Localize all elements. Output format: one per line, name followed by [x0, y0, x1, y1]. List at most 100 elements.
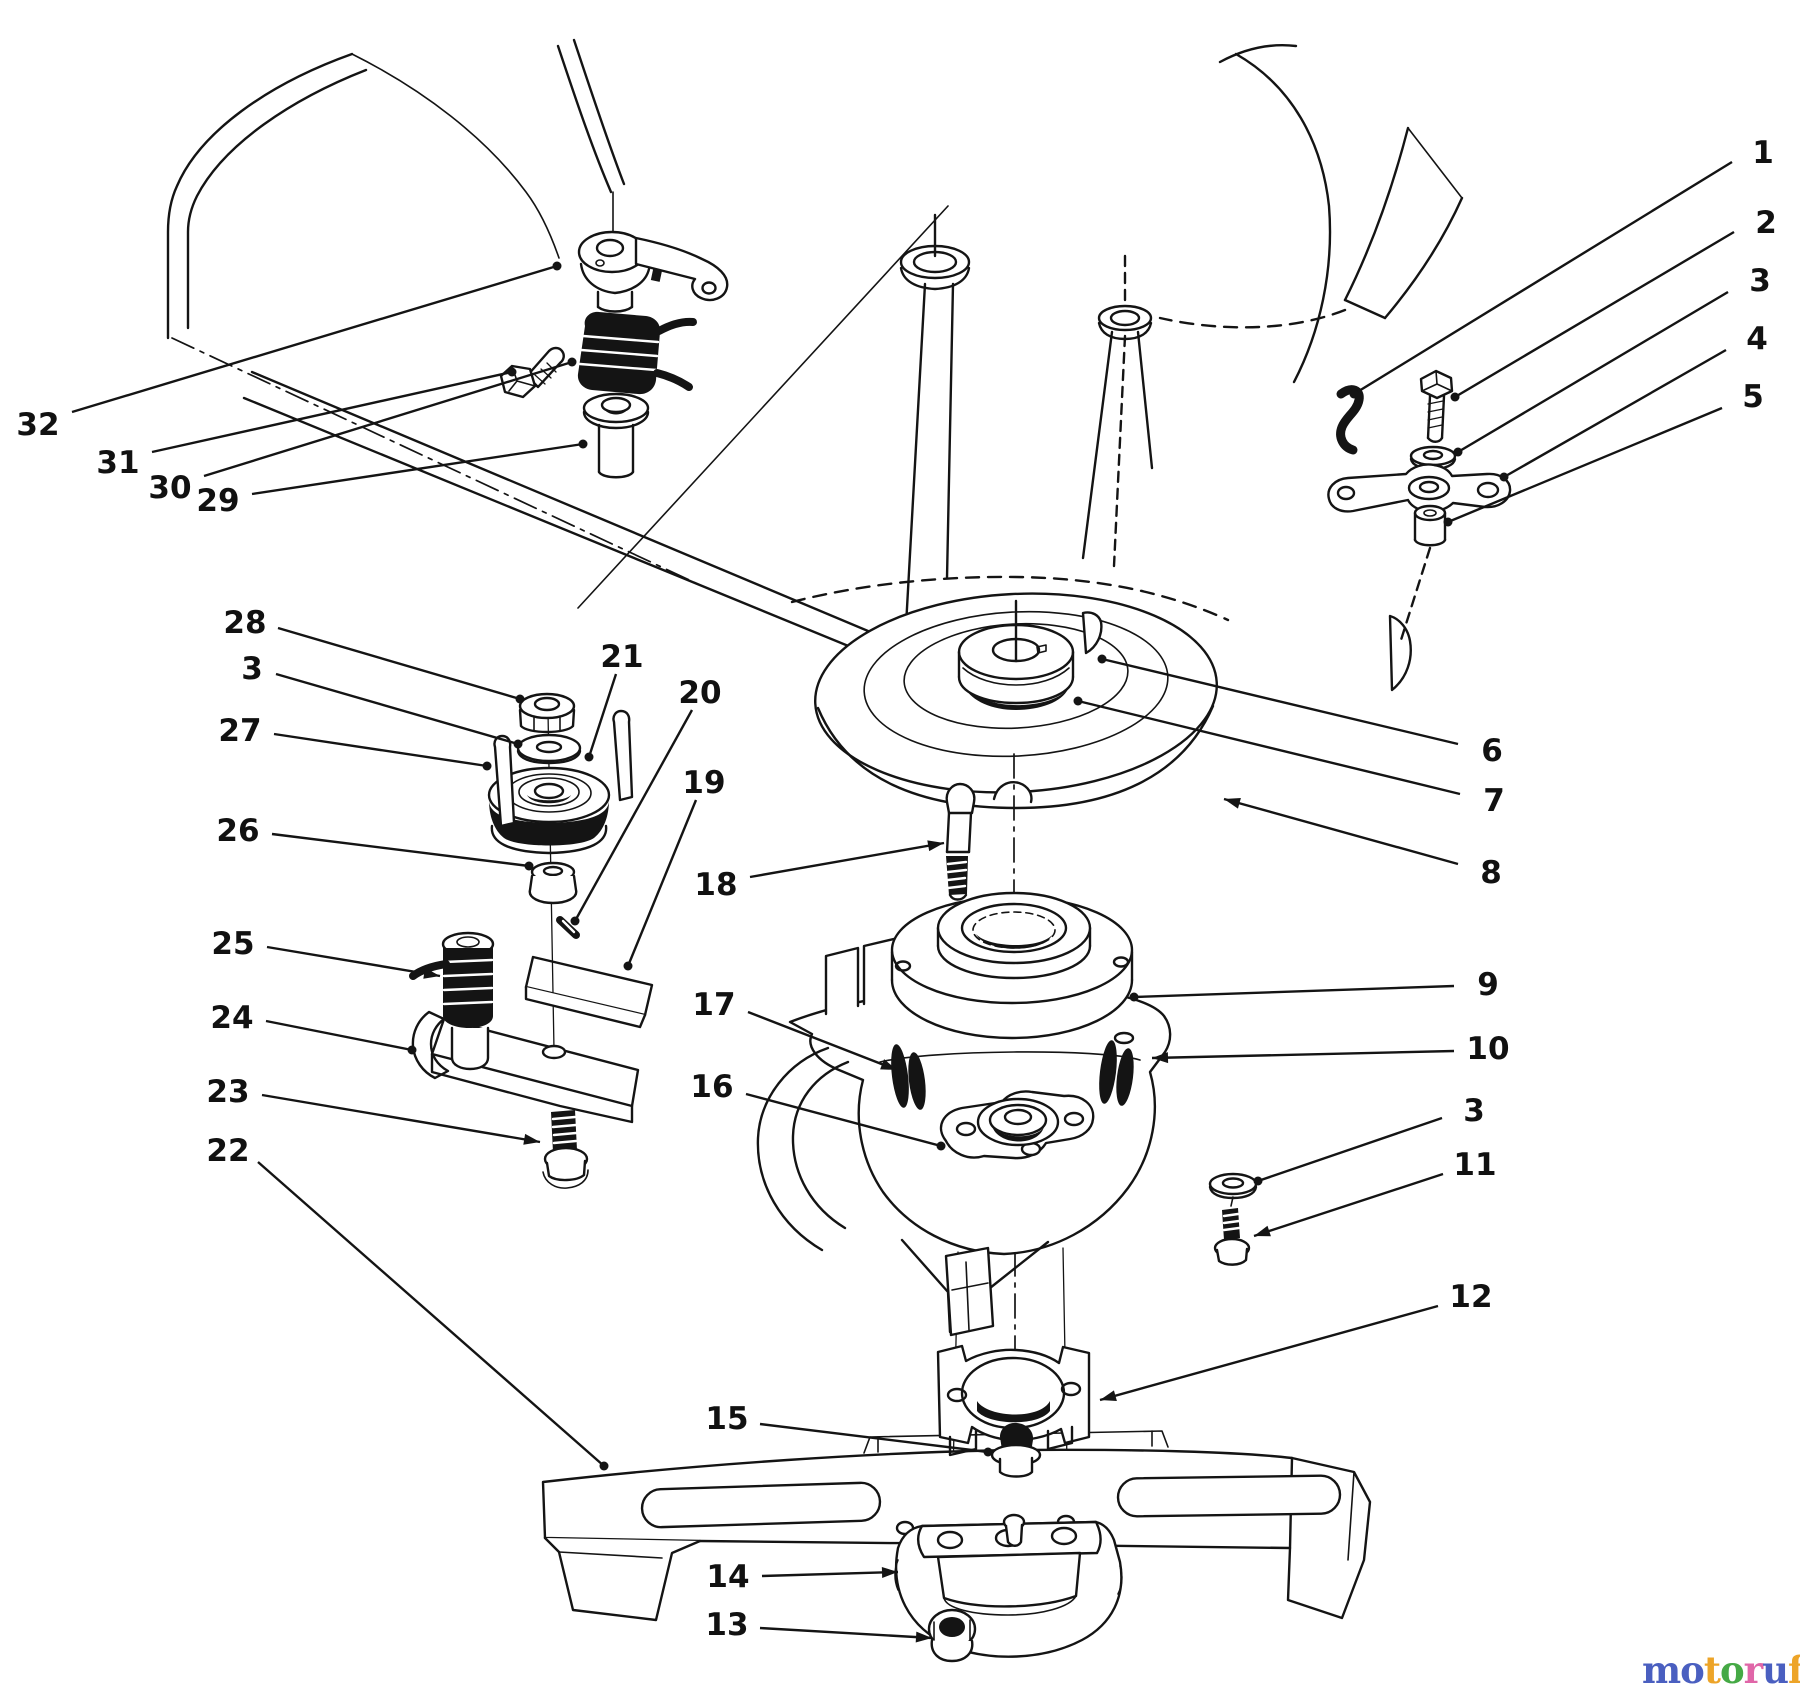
svg-text:26: 26 [216, 813, 259, 849]
deck-grommet-lower [1097, 304, 1153, 341]
svg-text:8: 8 [1480, 855, 1502, 891]
bearing-retainer [939, 1090, 1095, 1160]
svg-text:2: 2 [1755, 205, 1777, 241]
callout-27: 27 [218, 713, 492, 771]
drive-disc-assembly [814, 592, 1218, 810]
callout-32: 32 [16, 261, 562, 443]
svg-text:16: 16 [690, 1069, 733, 1105]
cable-clip [1336, 385, 1364, 455]
watermark-letter: o [1680, 1648, 1705, 1692]
callout-7: 7 [1073, 696, 1505, 819]
svg-text:13: 13 [705, 1607, 748, 1643]
belt-guard-pins [493, 709, 634, 828]
spacer [1413, 504, 1447, 547]
callout-24: 24 [210, 1000, 417, 1055]
callout-1: 1 [1349, 135, 1774, 399]
watermark-letter: u [1762, 1648, 1789, 1692]
callout-14: 14 [706, 1559, 899, 1595]
svg-text:28: 28 [223, 605, 266, 641]
svg-text:15: 15 [705, 1401, 748, 1437]
washer-bolt-right [1208, 1172, 1258, 1266]
callout-11: 11 [1253, 1147, 1497, 1238]
callout-21: 21 [584, 639, 644, 762]
svg-text:11: 11 [1453, 1147, 1496, 1183]
callout-2: 2 [1450, 205, 1777, 402]
svg-text:27: 27 [218, 713, 261, 749]
svg-text:20: 20 [678, 675, 721, 711]
callout-8: 8 [1223, 797, 1502, 891]
svg-text:3: 3 [1463, 1093, 1485, 1129]
watermark-letter: t [1703, 1648, 1721, 1692]
callout-28: 28 [223, 605, 525, 704]
svg-text:7: 7 [1483, 783, 1505, 819]
callout-20: 20 [570, 675, 722, 926]
blade-driver [936, 1344, 1091, 1457]
stud [945, 782, 976, 901]
callout-16: 16 [690, 1069, 946, 1151]
roll-pin [556, 916, 580, 939]
callout-30: 30 [148, 357, 577, 506]
svg-text:31: 31 [96, 445, 139, 481]
callout-31: 31 [96, 367, 517, 481]
woodruff-key [1081, 611, 1103, 655]
deck-outline [166, 38, 1464, 692]
brake-cam-lever [577, 230, 729, 313]
svg-text:6: 6 [1481, 733, 1503, 769]
brake-bushing [582, 392, 650, 479]
svg-text:14: 14 [706, 1559, 749, 1595]
deck-grommet-upper [899, 213, 971, 291]
bearing-cap [890, 891, 1134, 1040]
callout-25: 25 [211, 926, 441, 979]
svg-text:25: 25 [211, 926, 254, 962]
lever-arm [1327, 463, 1512, 513]
callout-6: 6 [1097, 654, 1503, 769]
callout-3c: 3 [1253, 1093, 1485, 1186]
watermark-letter: o [1719, 1648, 1745, 1692]
disc-hub [957, 599, 1075, 710]
idler-assembly [409, 692, 654, 1189]
svg-text:24: 24 [210, 1000, 253, 1036]
watermark-letter: f [1788, 1648, 1800, 1692]
watermark: motoruf.de [1642, 1648, 1800, 1700]
bracket [411, 1010, 640, 1124]
callout-29: 29 [196, 439, 588, 519]
callout-17: 17 [692, 987, 898, 1072]
svg-text:9: 9 [1477, 967, 1499, 1003]
callout-12: 12 [1099, 1279, 1493, 1402]
svg-text:10: 10 [1466, 1031, 1509, 1067]
spindle-seals [891, 1040, 1134, 1110]
svg-text:3: 3 [241, 651, 263, 687]
svg-text:18: 18 [694, 867, 737, 903]
svg-text:17: 17 [692, 987, 735, 1023]
callout-26: 26 [216, 813, 534, 871]
svg-text:1: 1 [1752, 135, 1774, 171]
spring-post [409, 931, 495, 1071]
brake-lever-assembly [499, 191, 729, 479]
callout-18: 18 [694, 840, 945, 903]
blade-bolt [990, 1422, 1042, 1547]
svg-text:3: 3 [1749, 263, 1771, 299]
svg-text:12: 12 [1449, 1279, 1492, 1315]
lock-nut [927, 1608, 977, 1663]
callout-13: 13 [705, 1607, 933, 1643]
brake-spring [577, 311, 697, 395]
bracket-bolt [542, 1110, 589, 1189]
callout-15: 15 [705, 1401, 993, 1457]
callout-4: 4 [1499, 321, 1768, 482]
callout-22: 22 [206, 1133, 609, 1471]
callout-19: 19 [623, 765, 726, 971]
hex-bolt [1419, 369, 1454, 443]
stiffener-plate [524, 955, 654, 1029]
svg-text:21: 21 [600, 639, 643, 675]
watermark-letter: r [1743, 1648, 1763, 1692]
idler-washer [516, 733, 582, 765]
watermark-letter: m [1642, 1648, 1681, 1692]
callout-23: 23 [206, 1074, 541, 1145]
callout-5: 5 [1443, 379, 1764, 527]
callout-3a: 3 [241, 651, 523, 749]
svg-text:22: 22 [206, 1133, 249, 1169]
svg-text:5: 5 [1742, 379, 1764, 415]
